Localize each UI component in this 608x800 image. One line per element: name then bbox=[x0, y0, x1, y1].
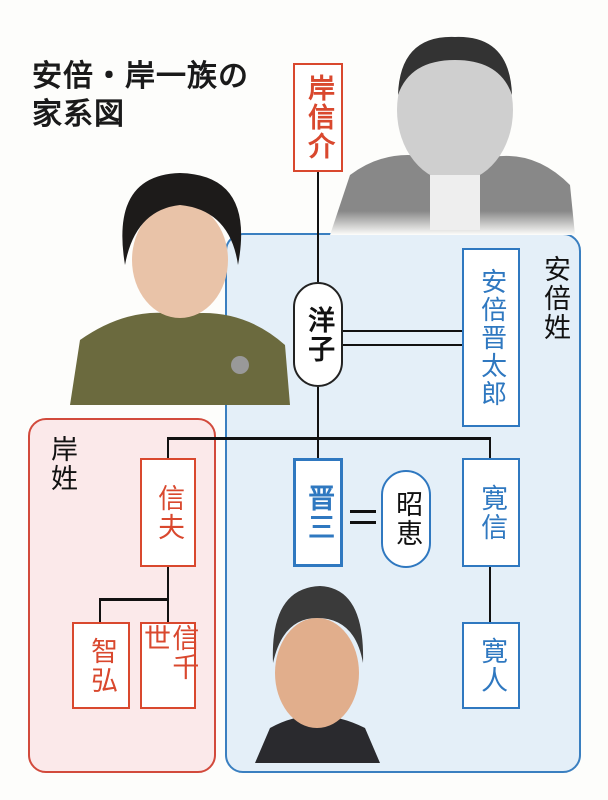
marriage-line-shinzo-akie bbox=[350, 521, 376, 524]
person-hironobu: 寛信 bbox=[462, 458, 520, 567]
shinzo-photo bbox=[255, 586, 380, 763]
person-hiroto: 寛人 bbox=[462, 622, 520, 709]
connector-hironobu bbox=[489, 437, 491, 458]
connector-nobuo-children-bar bbox=[99, 598, 169, 601]
yoko-photo bbox=[70, 173, 290, 405]
marriage-line-shinzo-akie bbox=[350, 510, 376, 513]
person-yoko: 洋子 bbox=[293, 282, 343, 387]
diagram-title: 安倍・岸一族の 家系図 bbox=[32, 58, 249, 134]
connector-nobuo-children bbox=[167, 567, 169, 622]
marriage-line-yoko-shintaro bbox=[343, 344, 462, 346]
connector-tomohiro bbox=[99, 598, 101, 622]
connector-nobuo bbox=[167, 437, 169, 458]
person-nobuchiyo: 信千世 bbox=[139, 622, 198, 709]
person-nobuo: 信夫 bbox=[140, 458, 196, 567]
kishi-nobusuke-photo bbox=[330, 36, 575, 235]
connector-kishi-yoko bbox=[317, 172, 319, 282]
connector-children-bar bbox=[167, 437, 491, 440]
marriage-line-yoko-shintaro bbox=[343, 330, 462, 332]
kishi-surname-label: 岸姓 bbox=[46, 435, 77, 493]
person-akie: 昭恵 bbox=[381, 470, 431, 568]
title-line-1: 安倍・岸一族の bbox=[32, 59, 249, 94]
person-kishi-nobusuke: 岸信介 bbox=[293, 63, 343, 172]
person-abe-shintaro: 安倍晋太郎 bbox=[462, 248, 520, 427]
connector-hironobu-hiroto bbox=[489, 567, 491, 622]
abe-surname-label: 安倍姓 bbox=[539, 255, 570, 342]
connector-yoko-children bbox=[317, 387, 319, 458]
person-tomohiro: 智弘 bbox=[72, 622, 130, 709]
person-shinzo: 晋三 bbox=[293, 458, 343, 567]
title-line-2: 家系図 bbox=[32, 97, 125, 132]
